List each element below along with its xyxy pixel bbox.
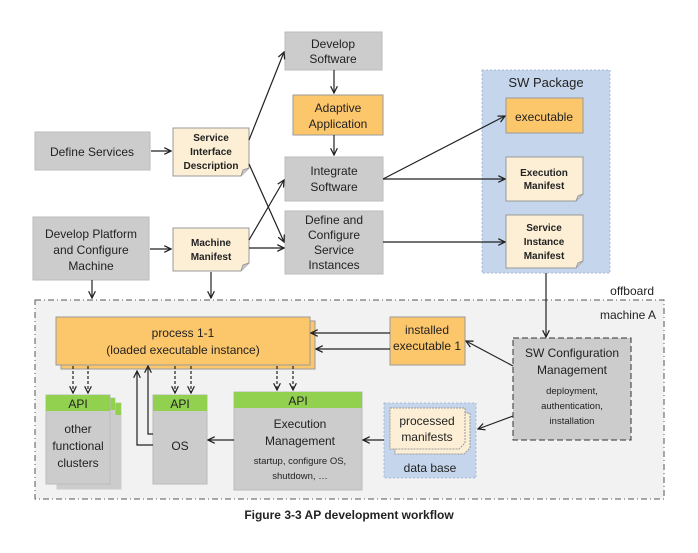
svg-text:Execution: Execution <box>274 417 327 431</box>
svg-text:Develop: Develop <box>311 37 355 51</box>
machine-manifest-note: Machine Manifest <box>172 227 250 272</box>
svg-text:Software: Software <box>310 180 358 194</box>
arrow-sid-to-develop-software <box>248 52 284 141</box>
sw-package-title: SW Package <box>508 75 583 90</box>
api-header-em <box>234 392 362 408</box>
svg-text:Service: Service <box>314 243 354 257</box>
executable-box: executable <box>505 97 584 134</box>
svg-text:and Configure: and Configure <box>53 243 129 257</box>
svg-text:Management: Management <box>265 434 336 448</box>
svg-text:clusters: clusters <box>57 456 98 470</box>
offboard-arrows <box>92 52 546 337</box>
svg-text:executable: executable <box>515 110 573 124</box>
svg-text:API: API <box>170 397 189 411</box>
figure-caption: Figure 3-3 AP development workflow <box>244 508 454 522</box>
svg-text:(loaded executable instance): (loaded executable instance) <box>106 343 259 357</box>
svg-text:Adaptive: Adaptive <box>315 101 362 115</box>
arrow-os-to-process-b <box>148 366 153 435</box>
svg-text:Manifest: Manifest <box>524 251 565 262</box>
process-box: process 1-1 (loaded executable instance) <box>55 316 316 370</box>
svg-text:functional: functional <box>52 439 103 453</box>
integrate-software-box: Integrate Software <box>284 156 384 202</box>
sw-configuration-management-box: SW Configuration Management deployment, … <box>512 337 632 441</box>
execution-manifest-note: Execution Manifest <box>505 156 584 202</box>
api-header-clusters <box>46 395 110 411</box>
installed-executable-box: installed executable 1 <box>389 316 466 366</box>
svg-text:Develop Platform: Develop Platform <box>45 227 137 241</box>
svg-text:Machine: Machine <box>68 259 114 273</box>
arrow-swcm-to-database <box>478 415 514 429</box>
svg-text:Service: Service <box>193 133 229 144</box>
svg-text:other: other <box>64 422 91 436</box>
svg-text:Manifest: Manifest <box>191 252 232 263</box>
svg-text:authentication,: authentication, <box>541 401 603 412</box>
svg-text:deployment,: deployment, <box>546 386 598 397</box>
svg-text:Configure: Configure <box>308 228 360 242</box>
execution-management-box: API Execution Management startup, config… <box>233 391 363 491</box>
svg-text:Service: Service <box>526 223 562 234</box>
svg-text:Application: Application <box>309 117 368 131</box>
arrow-mm-to-integrate <box>248 180 284 241</box>
svg-text:Interface: Interface <box>190 147 232 158</box>
svg-text:Software: Software <box>309 52 357 66</box>
svg-text:API: API <box>68 397 87 411</box>
svg-text:manifests: manifests <box>401 430 452 444</box>
adaptive-application-box: Adaptive Application <box>292 94 384 136</box>
svg-text:data base: data base <box>404 461 457 475</box>
svg-text:Management: Management <box>537 363 608 377</box>
svg-text:API: API <box>288 394 307 408</box>
arrow-sid-to-define-instances <box>248 163 284 242</box>
os-box: API OS <box>152 394 208 485</box>
service-interface-description-note: Service Interface Description <box>172 127 250 177</box>
define-services-box: Define Services <box>34 131 151 171</box>
arrow-swcm-to-installed <box>466 341 514 367</box>
offboard-label: offboard <box>610 284 654 298</box>
svg-text:OS: OS <box>171 439 188 453</box>
machine-arrows <box>73 333 514 446</box>
arrow-os-to-process-a <box>137 371 153 446</box>
other-functional-clusters-box: API other functional clusters <box>45 394 122 490</box>
svg-text:Execution: Execution <box>520 168 568 179</box>
svg-text:processed: processed <box>399 414 454 428</box>
svg-text:installation: installation <box>550 416 595 427</box>
svg-text:process 1-1: process 1-1 <box>152 326 215 340</box>
svg-text:shutdown, …: shutdown, … <box>272 471 327 482</box>
develop-software-box: Develop Software <box>284 31 383 71</box>
svg-text:SW Configuration: SW Configuration <box>525 346 619 360</box>
svg-text:Define and: Define and <box>305 213 363 227</box>
svg-text:Machine: Machine <box>191 238 231 249</box>
svg-text:Integrate: Integrate <box>310 164 358 178</box>
svg-text:installed: installed <box>405 323 449 337</box>
svg-text:Manifest: Manifest <box>524 181 565 192</box>
database-container: processed manifests data base <box>383 402 477 479</box>
svg-text:Instances: Instances <box>308 258 359 272</box>
svg-text:executable 1: executable 1 <box>393 339 461 353</box>
svg-text:Description: Description <box>183 161 238 172</box>
arrow-integrate-to-executable <box>382 116 505 180</box>
svg-text:Instance: Instance <box>524 237 565 248</box>
service-instance-manifest-note: Service Instance Manifest <box>505 214 584 269</box>
machine-a-label: machine A <box>600 308 656 322</box>
svg-text:Define Services: Define Services <box>50 145 134 159</box>
define-configure-service-instances-box: Define and Configure Service Instances <box>284 210 384 275</box>
svg-text:startup, configure OS,: startup, configure OS, <box>254 456 346 467</box>
api-header-os <box>153 395 207 411</box>
develop-platform-box: Develop Platform and Configure Machine <box>32 216 150 281</box>
